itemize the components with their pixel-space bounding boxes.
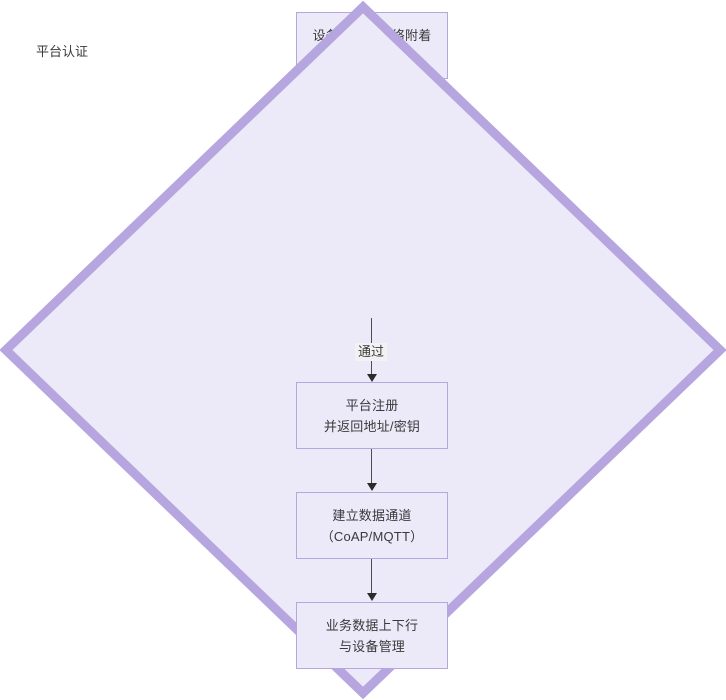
node-channel-line1: 建立数据通道 bbox=[332, 507, 412, 523]
arrow-head-4-icon bbox=[367, 483, 377, 491]
node-register[interactable]: 平台注册 并返回地址/密钥 bbox=[296, 382, 448, 449]
node-channel-line2: （CoAP/MQTT） bbox=[320, 528, 424, 544]
node-service-line1: 业务数据上下行 bbox=[325, 617, 419, 633]
node-register-line2: 并返回地址/密钥 bbox=[323, 418, 421, 434]
node-channel[interactable]: 建立数据通道 （CoAP/MQTT） bbox=[296, 492, 448, 559]
node-service[interactable]: 业务数据上下行 与设备管理 bbox=[296, 602, 448, 669]
node-auth-label: 平台认证 bbox=[35, 43, 88, 59]
node-service-line2: 与设备管理 bbox=[338, 638, 405, 654]
edge-label-pass: 通过 bbox=[355, 343, 388, 361]
connector-line-5 bbox=[371, 559, 372, 594]
arrow-head-3-icon bbox=[367, 374, 377, 382]
node-register-line1: 平台注册 bbox=[345, 397, 399, 413]
arrow-head-5-icon bbox=[367, 593, 377, 601]
connector-line-4 bbox=[371, 449, 372, 484]
